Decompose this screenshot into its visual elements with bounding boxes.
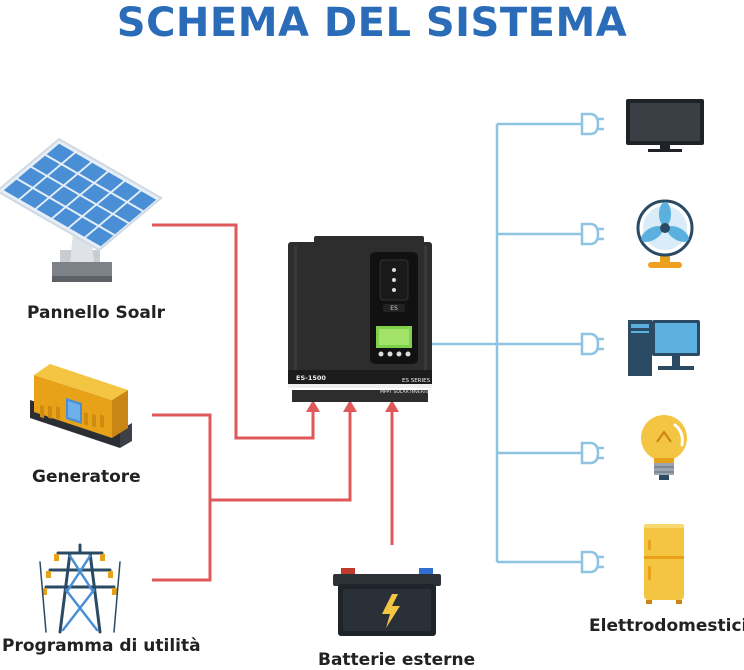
solar-to-inverter-line xyxy=(152,223,315,440)
arrowhead xyxy=(385,400,399,412)
solar-cell xyxy=(36,198,65,218)
input-connections xyxy=(152,223,394,582)
solar-panel-icon xyxy=(0,137,163,282)
plug-icons xyxy=(580,112,604,574)
computer-icon xyxy=(628,320,700,376)
fan-icon xyxy=(636,199,694,268)
solar-cell xyxy=(86,227,114,247)
solar-cell xyxy=(65,174,93,194)
solar-cell xyxy=(3,179,32,199)
generator-grid-to-inverter-line xyxy=(210,408,352,502)
light-bulb-icon xyxy=(641,415,687,480)
solar-cell xyxy=(114,203,142,223)
plug-icon xyxy=(580,441,604,465)
power-pylon-icon xyxy=(39,543,121,634)
solar-cell xyxy=(18,167,46,187)
plug-icon xyxy=(580,332,604,356)
plug-icon xyxy=(580,550,604,574)
inverter-subtitle-label: MPPT SOLAR INVERTER xyxy=(380,389,432,395)
generator-label: Generatore xyxy=(32,467,141,487)
appliances-label: Elettrodomestici xyxy=(589,616,744,636)
solar-cell xyxy=(34,177,62,197)
solar-cell xyxy=(128,191,157,211)
solar-cell xyxy=(100,215,128,235)
tv-icon xyxy=(626,99,704,152)
solar-cell xyxy=(83,205,112,225)
solar-cell xyxy=(112,181,140,201)
solar-cell xyxy=(95,172,124,192)
battery-icon xyxy=(333,568,441,636)
solar-cell xyxy=(81,184,110,204)
svg-text:ES: ES xyxy=(390,305,398,312)
solar-cell xyxy=(32,155,60,175)
plug-icon xyxy=(580,112,604,136)
battery-label: Batterie esterne xyxy=(318,650,476,670)
inverter-model-label: ES-1500 xyxy=(296,374,326,382)
inverter-series-label: ES SERIES xyxy=(402,378,431,384)
output-connections xyxy=(430,122,582,564)
arrowhead xyxy=(306,400,320,412)
solar-cell xyxy=(20,189,48,209)
solar-cell xyxy=(63,153,91,173)
solar-cell xyxy=(67,196,95,216)
solar-cell xyxy=(46,143,74,163)
page-title: SCHEMA DEL SISTEMA xyxy=(116,0,628,46)
solar-cell xyxy=(98,193,126,213)
arrowhead xyxy=(343,400,357,412)
solar-cell xyxy=(53,208,81,228)
solar-cell xyxy=(69,217,97,237)
inverter-device: ES ES-1500 ES SERIES MPPT SOLAR INVERTER xyxy=(288,236,432,402)
solar-cell xyxy=(79,162,107,182)
input-arrowheads xyxy=(306,400,399,412)
plug-icon xyxy=(580,222,604,246)
refrigerator-icon xyxy=(644,524,684,604)
solar-cell xyxy=(48,165,77,185)
solar-panel-label: Pannello Soalr xyxy=(27,303,166,323)
utility-grid-label: Programma di utilità xyxy=(2,636,201,656)
solar-cell xyxy=(50,186,79,206)
generator-icon xyxy=(30,364,132,448)
generator-to-inverter-line xyxy=(152,413,212,582)
